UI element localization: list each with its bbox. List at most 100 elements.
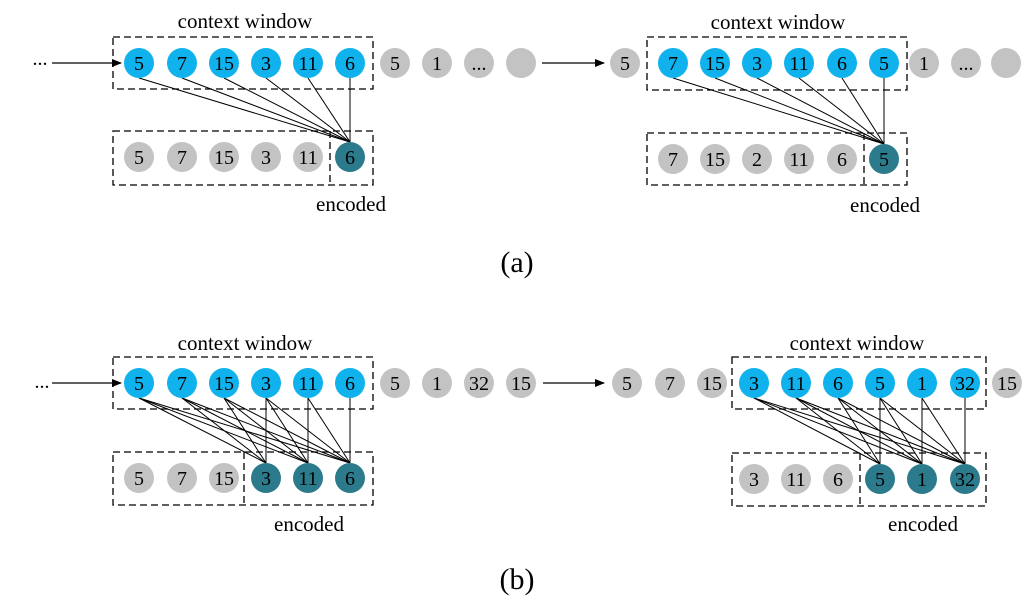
- b1-context-token-2: 15: [209, 368, 239, 398]
- a1-link-1: [181, 77, 351, 143]
- b1-context-token-5: 6: [335, 368, 365, 398]
- a1-next-token-0-circle: [380, 48, 410, 78]
- a2-link-4: [841, 77, 885, 145]
- a1-encoded-row-token-0: 5: [124, 142, 154, 172]
- a2-encoded-row-token-0: 7: [658, 144, 688, 174]
- b1-encoded-token-1-circle: [293, 463, 323, 493]
- a1-context-token-0-label: 5: [134, 53, 144, 75]
- a2-context-token-2-circle: [742, 48, 772, 78]
- b1-next-token-0-label: 5: [390, 373, 400, 395]
- b2-encoded-token-0-circle: [865, 464, 895, 494]
- a2-context-token-1-label: 15: [705, 53, 725, 75]
- b1-next-token-3-label: 15: [511, 373, 531, 395]
- a2-context-token-3-circle: [784, 48, 814, 78]
- b2-next-token-0-label: 15: [997, 373, 1017, 395]
- b2-encoded-token-1-circle: [907, 464, 937, 494]
- a2-encoded-row-token-1-circle: [700, 144, 730, 174]
- a1-context-token-1: 7: [167, 48, 197, 78]
- b1-context-token-4-circle: [293, 368, 323, 398]
- a2-encoded-row-token-4: 6: [827, 144, 857, 174]
- b2-context-token-5: 32: [950, 368, 980, 398]
- b1-link-0: [138, 397, 267, 464]
- b2-link-4: [753, 397, 923, 465]
- b1-context-token-3-label: 3: [261, 373, 271, 395]
- b2-link-13: [921, 397, 966, 465]
- a2-encoded-token-0: 5: [869, 144, 899, 174]
- b1-context-token-4: 11: [293, 368, 323, 398]
- b2-context-window-box: [731, 356, 987, 410]
- a2-next-token-1-circle: [951, 48, 981, 78]
- b2-prev-token-2: 15: [697, 368, 727, 398]
- a1-next-token-2-circle: [464, 48, 494, 78]
- a1-link-0: [138, 77, 351, 143]
- b2-encoded-row-token-2: 6: [823, 464, 853, 494]
- context-window-label-a2: context window: [711, 10, 847, 34]
- a2-next-token-2-circle: [991, 48, 1021, 78]
- ellipsis-a1: ...: [33, 48, 48, 70]
- a2-context-token-0-circle: [658, 48, 688, 78]
- b2-encoded-row-token-1-circle: [781, 464, 811, 494]
- a1-next-token-2: ...: [464, 48, 494, 78]
- a2-context-token-4-label: 6: [837, 53, 847, 75]
- b1-encoded-row-token-1-circle: [167, 463, 197, 493]
- a2-next-token-0: 1: [909, 48, 939, 78]
- a1-link-3: [265, 77, 351, 143]
- b1-next-token-1-circle: [422, 368, 452, 398]
- a2-link-0: [672, 77, 885, 145]
- arrows: [52, 59, 605, 387]
- b1-next-token-3: 15: [506, 368, 536, 398]
- a1-encoded-row-token-2-label: 15: [214, 147, 234, 169]
- a2-context-token-1-circle: [700, 48, 730, 78]
- a1-next-token-0-label: 5: [390, 53, 400, 75]
- a2-encoded-row-box: [646, 132, 908, 186]
- a2-encoded-token-0-circle: [869, 144, 899, 174]
- b2-encoded-row-token-2-label: 6: [833, 469, 843, 491]
- a2-encoded-row-token-3: 11: [784, 144, 814, 174]
- b2-context-token-4: 1: [907, 368, 937, 398]
- b2-encoded-row-token-0-label: 3: [749, 469, 759, 491]
- b2-next-token-0: 15: [992, 368, 1022, 398]
- b1-next-token-3-circle: [506, 368, 536, 398]
- context-window-label-a1: context window: [178, 9, 314, 33]
- b2-context-token-1-label: 11: [786, 373, 805, 395]
- b1-link-4: [138, 397, 309, 464]
- a1-encoded-row-token-3-circle: [251, 142, 281, 172]
- b2-prev-token-0-circle: [612, 368, 642, 398]
- a2-context-token-2: 3: [742, 48, 772, 78]
- b1-encoded-token-2-circle: [335, 463, 365, 493]
- b2-encoded-token-2-label: 32: [955, 469, 975, 491]
- a1-encoded-row-token-0-label: 5: [134, 147, 144, 169]
- b2-link-11: [837, 397, 966, 465]
- panel-label-b: (b): [500, 563, 535, 596]
- b1-next-token-0: 5: [380, 368, 410, 398]
- a2-link-3: [798, 77, 885, 145]
- b2-context-token-0: 3: [739, 368, 769, 398]
- b1-context-token-4-label: 11: [298, 373, 317, 395]
- a2-context-token-4: 6: [827, 48, 857, 78]
- a1-encoded-row-token-4-label: 11: [298, 147, 317, 169]
- a2-context-token-1: 15: [700, 48, 730, 78]
- a2-encoded-row-token-2-label: 2: [752, 149, 762, 171]
- a1-context-token-3-label: 3: [261, 53, 271, 75]
- a2-link-1: [714, 77, 885, 145]
- b2-context-token-1: 11: [781, 368, 811, 398]
- b1-next-token-2: 32: [464, 368, 494, 398]
- a1-context-token-5-label: 6: [345, 53, 355, 75]
- a1-next-token-1-circle: [422, 48, 452, 78]
- a1-next-token-2-label: ...: [472, 53, 487, 75]
- b2-encoded-token-0: 5: [865, 464, 895, 494]
- a1-context-token-3-circle: [251, 48, 281, 78]
- b1-encoded-token-1-label: 11: [298, 468, 317, 490]
- connection-lines: [138, 77, 966, 465]
- a1-encoded-row-token-0-circle: [124, 142, 154, 172]
- encoded-label-a1: encoded: [316, 192, 386, 216]
- b1-next-token-2-label: 32: [469, 373, 489, 395]
- b1-encoded-row-box: [112, 451, 374, 506]
- a2-encoded-row-token-1-label: 15: [705, 149, 725, 171]
- a1-encoded-row-token-1-label: 7: [177, 147, 187, 169]
- b2-context-token-3: 5: [865, 368, 895, 398]
- b2-encoded-token-1: 1: [907, 464, 937, 494]
- ellipsis-b1: ...: [35, 371, 50, 393]
- b2-encoded-token-2-circle: [950, 464, 980, 494]
- b2-prev-token-0-label: 5: [622, 373, 632, 395]
